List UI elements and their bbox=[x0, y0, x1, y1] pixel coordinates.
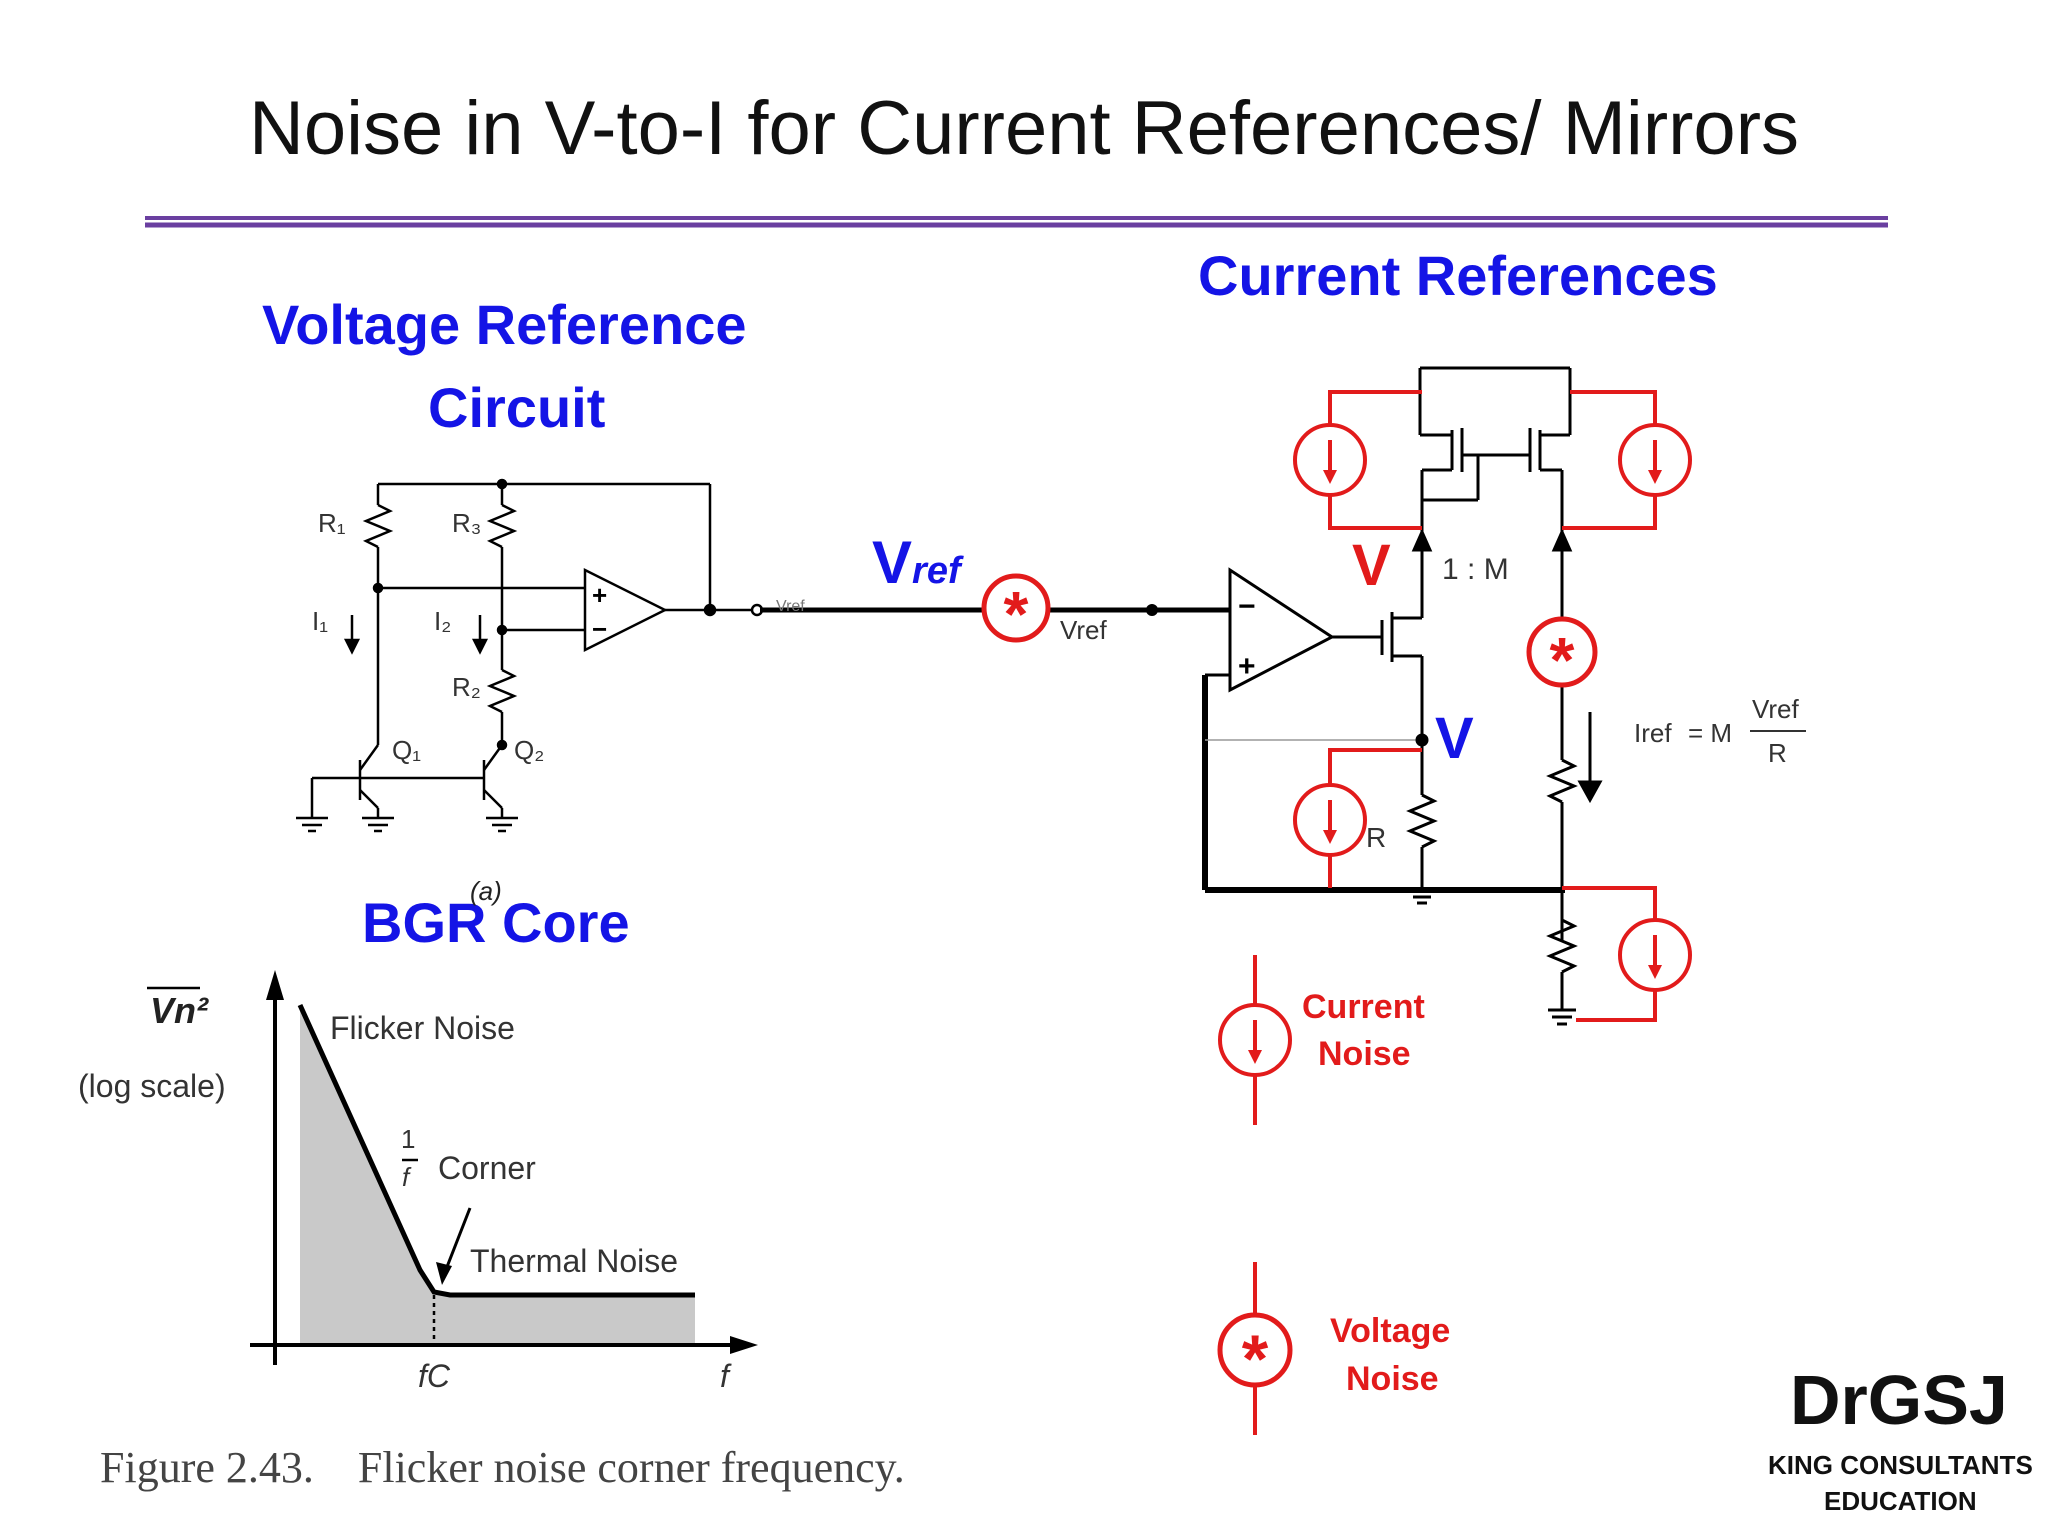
label-q1: Q₁ bbox=[392, 735, 421, 765]
label-vref-small-bgr: Vref bbox=[776, 598, 805, 615]
graph-caption: Figure 2.43. Flicker noise corner freque… bbox=[100, 1443, 905, 1492]
legend-voltage-noise-icon: * bbox=[1217, 1262, 1293, 1435]
bgr-circuit bbox=[296, 478, 764, 833]
label-q2: Q₂ bbox=[514, 735, 545, 765]
resistor-r1 bbox=[362, 484, 394, 588]
graph-label-corner: Corner bbox=[438, 1150, 536, 1186]
iref-lhs: Iref bbox=[1634, 718, 1672, 748]
label-r3: R₃ bbox=[452, 508, 482, 538]
iref-denominator: R bbox=[1768, 738, 1787, 768]
iref-fraction-bar bbox=[1750, 730, 1806, 732]
voltage-noise-source-vref: * bbox=[981, 573, 1051, 650]
graph-label-flicker: Flicker Noise bbox=[330, 1010, 515, 1046]
logo-line2: EDUCATION bbox=[1824, 1486, 1977, 1516]
slide-title: Noise in V-to-I for Current References/ … bbox=[248, 86, 1800, 171]
opamp-bgr bbox=[583, 567, 668, 653]
opamp-cr-minus: − bbox=[1238, 590, 1256, 623]
opamp-cr-plus: + bbox=[1238, 650, 1256, 683]
legend-voltage-label-2: Noise bbox=[1346, 1360, 1439, 1398]
label-i1: I₁ bbox=[312, 606, 328, 636]
graph-label-f: f bbox=[720, 1358, 729, 1394]
svg-text:*: * bbox=[1242, 1321, 1269, 1397]
ground-symbols bbox=[296, 816, 518, 833]
logo-brand: DrGSJ bbox=[1790, 1361, 2008, 1439]
legend-voltage-label-1: Voltage bbox=[1330, 1312, 1451, 1350]
graph-ylabel-symbol: Vn² bbox=[150, 990, 208, 1031]
graph-label-fc: fC bbox=[418, 1358, 450, 1394]
label-r1: R₁ bbox=[318, 508, 346, 538]
current-ref-circuit bbox=[1202, 366, 1603, 1026]
title-rule bbox=[145, 216, 1888, 228]
noise-graph bbox=[147, 970, 758, 1365]
legend-current-label-1: Current bbox=[1302, 988, 1425, 1026]
iref-eq: = M bbox=[1688, 718, 1733, 748]
label-v-blue: V bbox=[1435, 706, 1474, 771]
opamp-bgr-plus: + bbox=[592, 580, 608, 610]
graph-one-over-f-num: 1 bbox=[401, 1124, 416, 1154]
bgr-subcaption: (a) bbox=[470, 876, 502, 906]
logo-line1: KING CONSULTANTS bbox=[1768, 1450, 2033, 1480]
heading-voltage-reference: Voltage Reference bbox=[262, 293, 747, 356]
heading-current-references: Current References bbox=[1198, 244, 1718, 307]
label-ratio: 1 : M bbox=[1442, 553, 1509, 586]
graph-one-over-f-den: f bbox=[402, 1162, 410, 1192]
voltage-noise-source-output: * bbox=[1526, 616, 1598, 696]
graph-label-thermal: Thermal Noise bbox=[470, 1243, 679, 1279]
heading-bgr-core: BGR Core bbox=[362, 891, 630, 954]
svg-text:*: * bbox=[1550, 624, 1575, 696]
svg-text:*: * bbox=[1004, 578, 1029, 650]
iref-numerator: Vref bbox=[1752, 694, 1799, 724]
vref-node bbox=[1146, 604, 1158, 616]
label-r: R bbox=[1366, 822, 1387, 853]
legend-current-label-2: Noise bbox=[1318, 1035, 1411, 1073]
label-r2: R₂ bbox=[452, 672, 481, 702]
graph-ylabel-scale: (log scale) bbox=[78, 1068, 226, 1104]
label-vref-small-cr: Vref bbox=[1060, 615, 1107, 645]
graph-noise-curve bbox=[297, 1003, 695, 1298]
opamp-bgr-minus: − bbox=[592, 614, 608, 644]
iref-formula: Iref = M Vref R bbox=[1634, 694, 1814, 774]
heading-voltage-reference-circuit: Circuit bbox=[428, 376, 606, 439]
label-i2: I₂ bbox=[434, 606, 452, 636]
resistor-r3 bbox=[486, 484, 518, 630]
transistor-q2 bbox=[360, 744, 504, 818]
logo: DrGSJ KING CONSULTANTS EDUCATION bbox=[1760, 1360, 2040, 1530]
legend-current-noise-icon bbox=[1218, 955, 1292, 1125]
resistor-r2 bbox=[486, 630, 518, 745]
current-noise-sources bbox=[1293, 390, 1692, 1022]
transistor-q1 bbox=[312, 744, 380, 818]
graph-noise-area bbox=[300, 1005, 695, 1345]
vref-label: Vref bbox=[872, 529, 961, 596]
label-v-red: V bbox=[1352, 533, 1391, 598]
